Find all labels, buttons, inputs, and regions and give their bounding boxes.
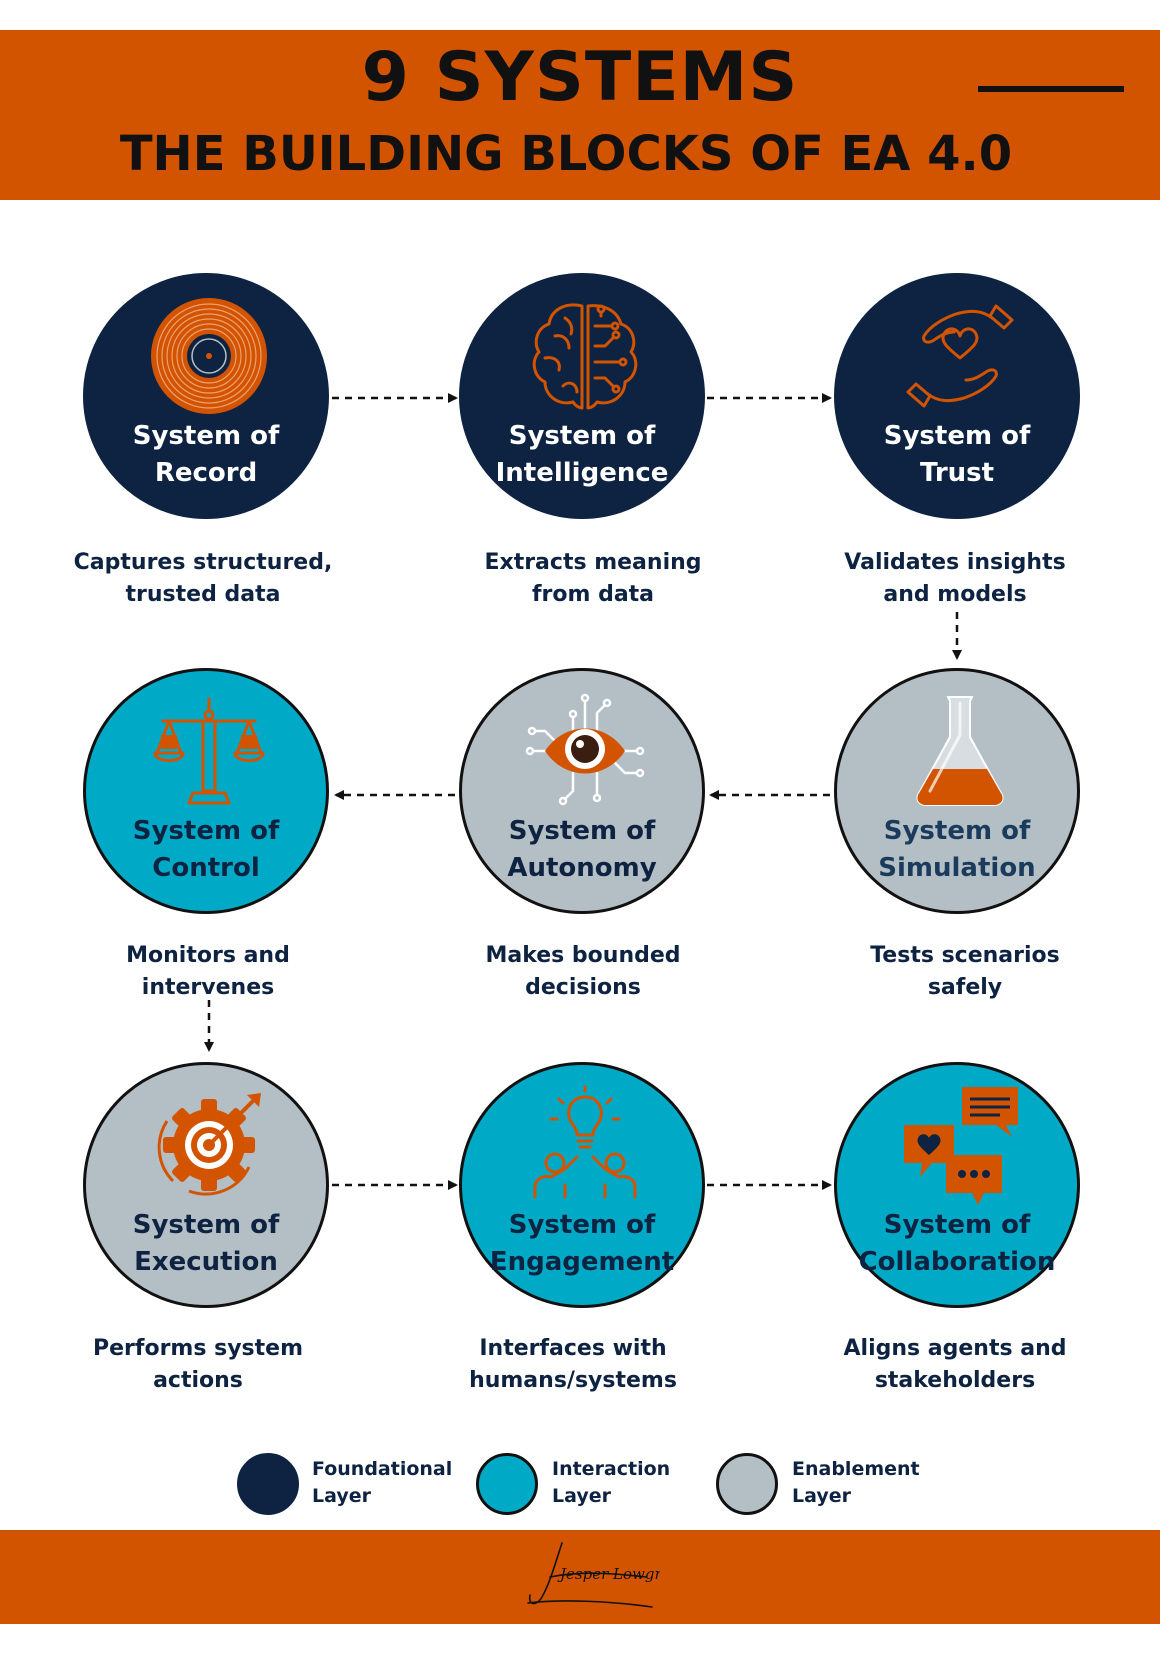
node-system-of-execution: System of Execution: [83, 1062, 329, 1308]
page-subtitle: THE BUILDING BLOCKS OF EA 4.0: [119, 126, 1013, 182]
node-title: System of Collaboration: [858, 1210, 1056, 1277]
signature-text: Jesper Lowgren: [557, 1565, 660, 1583]
people-lightbulb-icon: [533, 1085, 637, 1199]
node-title: System of Intelligence: [495, 421, 669, 488]
node-title: System of Trust: [883, 421, 1031, 488]
node-system-of-autonomy: System of Autonomy: [459, 668, 705, 914]
page-title: 9 SYSTEMS: [361, 38, 799, 117]
node-title: System of Simulation: [878, 816, 1036, 883]
node-title: System of Record: [132, 421, 280, 488]
scales-icon: [153, 697, 265, 805]
node-system-of-simulation: System of Simulation: [834, 668, 1080, 914]
legend-swatch-enablement: [716, 1453, 778, 1515]
node-system-of-engagement: System of Engagement: [459, 1062, 705, 1308]
gear-target-icon: [157, 1093, 261, 1196]
brain-circuit-icon: [532, 303, 638, 410]
flask-icon: [916, 696, 1004, 806]
author-signature: Jesper Lowgren: [527, 1542, 660, 1608]
desc-record: Captures structured,trusted data: [73, 550, 333, 607]
node-title: System of Autonomy: [507, 816, 657, 883]
header-banner: [0, 30, 1160, 200]
node-title: System of Control: [132, 816, 280, 883]
legend-swatch-interaction: [476, 1453, 538, 1515]
vinyl-record-icon: [151, 298, 267, 414]
header-rule: [978, 86, 1124, 92]
circuit-eye-icon: [525, 693, 645, 806]
node-system-of-intelligence: System of Intelligence: [459, 273, 705, 519]
footer-banner: [0, 1530, 1160, 1624]
legend-swatch-foundational: [237, 1453, 299, 1515]
node-title: System of Engagement: [489, 1210, 675, 1277]
node-system-of-collaboration: System of Collaboration: [834, 1062, 1080, 1308]
node-system-of-control: System of Control: [83, 668, 329, 914]
chat-bubbles-icon: [904, 1087, 1018, 1205]
hands-heart-icon: [906, 304, 1014, 408]
node-title: System of Execution: [132, 1210, 280, 1277]
node-system-of-trust: System of Trust: [834, 273, 1080, 519]
node-system-of-record: System of Record: [83, 273, 329, 519]
